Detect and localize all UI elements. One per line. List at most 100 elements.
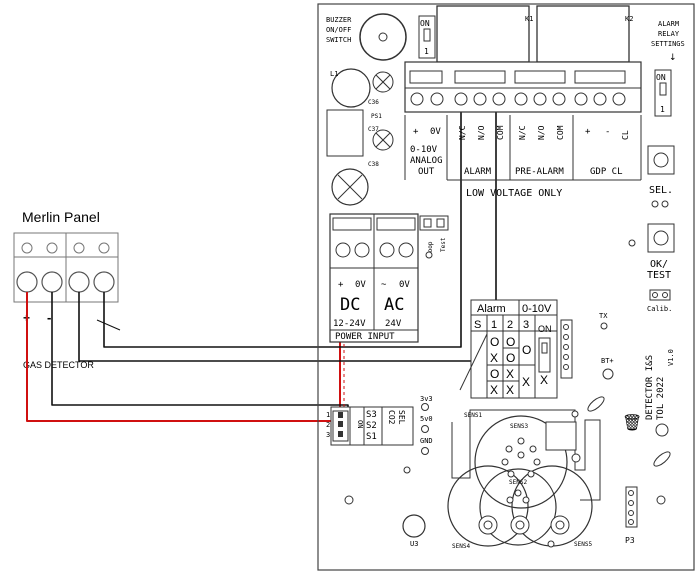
table-cell: X	[490, 351, 498, 365]
analog-0v: 0V	[430, 127, 441, 137]
gnd-label: GND	[420, 437, 433, 445]
wire-black-negative	[51, 292, 349, 410]
power-terminal-screws	[335, 242, 414, 258]
table-cell: O	[522, 343, 531, 357]
ac-0v: 0V	[399, 280, 410, 290]
wires	[26, 107, 497, 422]
s3-label: S3	[366, 410, 377, 420]
s-num-3: 3	[326, 431, 330, 439]
calib-label: Calib.	[647, 305, 672, 313]
sensor-ring-2	[479, 468, 557, 546]
u3-label: U3	[410, 540, 418, 548]
merlin-panel: Merlin Panel + - GAS DETECTOR	[13, 209, 119, 370]
relay-settings-1: ALARM	[658, 20, 679, 28]
relay-settings-3: SETTINGS	[651, 40, 685, 48]
low-voltage-label: LOW VOLTAGE ONLY	[466, 188, 562, 199]
s-num-2: 2	[326, 421, 330, 429]
sel-vertical-label: SEL	[397, 410, 406, 425]
weee-bin-icon: 🗑	[622, 413, 642, 432]
buzzer-dip-num: 1	[424, 47, 429, 56]
alarm-nc: N/C	[458, 125, 467, 140]
table-cell: O	[490, 367, 499, 381]
buzzer-label-3: SWITCH	[326, 36, 351, 44]
buzzer-label-1: BUZZER	[326, 16, 352, 24]
p3-label: P3	[625, 536, 635, 545]
table-cell: O	[506, 335, 515, 349]
loop-label: Loop	[427, 241, 434, 256]
relay-dip-on: ON	[656, 73, 666, 82]
s2-label: S2	[366, 421, 377, 431]
relay-k2	[536, 5, 630, 63]
gdp-plus: +	[585, 127, 591, 137]
prealarm-no: N/O	[537, 125, 546, 140]
sel-label: SEL.	[649, 185, 673, 196]
table-cell: O	[490, 335, 499, 349]
gdp-minus: -	[605, 127, 610, 137]
dc-plus: +	[338, 280, 344, 290]
board-version-text: V1.0	[667, 349, 675, 366]
test-header-label: Test	[440, 237, 447, 252]
inductor-l1	[331, 68, 371, 108]
panel-screw-holes	[21, 242, 110, 254]
sens1-label: SENS1	[464, 412, 482, 419]
alarm-term-labels: N/C N/O COM N/C N/O COM	[458, 125, 565, 140]
buzzer-dip-on: ON	[420, 19, 430, 28]
sensor-area-outline	[451, 409, 601, 501]
sens2-label: SENS2	[509, 479, 527, 486]
c37-label: C37	[368, 126, 379, 133]
power-input-label: POWER INPUT	[335, 332, 395, 342]
table-col-3: 3	[523, 319, 529, 331]
table-col-2: 2	[507, 319, 513, 331]
wire-signal-2	[103, 107, 462, 348]
analog-out-3: OUT	[418, 167, 435, 177]
gdp-cl: CL	[621, 130, 630, 140]
sensor-ring-5	[511, 465, 593, 547]
component-u3	[402, 514, 426, 538]
bt-label: BT+	[601, 357, 614, 365]
calib-header	[649, 289, 671, 301]
table-cell: X	[490, 383, 498, 397]
ps1-block	[326, 109, 364, 157]
table-header-010v: 0-10V	[522, 303, 552, 315]
s1-label: S1	[366, 432, 377, 442]
dc-voltage: 12-24V	[333, 319, 366, 329]
ac-label: AC	[384, 295, 404, 315]
dc-0v: 0V	[355, 280, 366, 290]
ac-voltage: 24V	[385, 319, 402, 329]
table-cell: O	[506, 351, 515, 365]
ok-label: OK/	[650, 259, 668, 270]
dc-label: DC	[340, 295, 360, 315]
sens5-label: SENS5	[574, 541, 592, 548]
copyright-icon	[655, 423, 669, 437]
table-cell: X	[506, 367, 514, 381]
alarm-no: N/O	[477, 125, 486, 140]
prealarm-label: PRE-ALARM	[515, 167, 564, 177]
ac-tilde: ~	[381, 280, 387, 290]
co2-label: CO2	[387, 410, 396, 425]
s-on: ON	[356, 420, 364, 428]
test-label: TEST	[647, 270, 671, 281]
l1-label: L1	[330, 70, 338, 78]
down-arrow-icon: ↓	[669, 53, 677, 63]
wire-signal-1	[78, 107, 497, 362]
table-header-alarm: Alarm	[477, 303, 506, 315]
sens4-label: SENS4	[452, 543, 470, 550]
table-cell: X	[506, 383, 514, 397]
gas-detector-label: GAS DETECTOR	[23, 360, 94, 370]
sensor-ring-4	[447, 465, 529, 547]
board-outline	[317, 3, 695, 571]
analog-out-2: ANALOG	[410, 156, 443, 166]
table-col-s: S	[474, 319, 481, 331]
relay-k1	[436, 5, 530, 63]
header-p3	[625, 486, 638, 528]
c38-label: C38	[368, 161, 379, 168]
table-on: ON	[538, 324, 552, 334]
panel-minus-label: -	[47, 310, 51, 325]
tx-label: TX	[599, 312, 608, 320]
alarm-com: COM	[496, 125, 505, 140]
panel-title: Merlin Panel	[22, 209, 100, 225]
sens3-label: SENS3	[510, 423, 528, 430]
sensor-ring-3	[474, 415, 568, 509]
table-cell: X	[540, 373, 548, 387]
table-col-1: 1	[491, 319, 497, 331]
